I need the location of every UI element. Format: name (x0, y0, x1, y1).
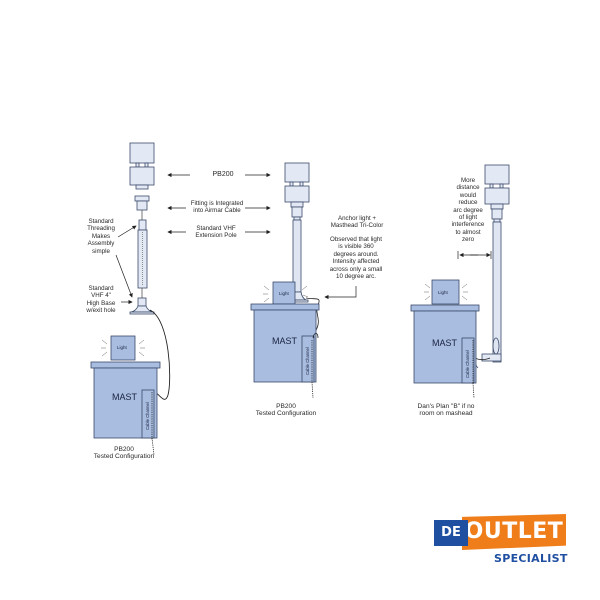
right-cable-channel-label: Cable Channel (465, 350, 470, 378)
right-caption: Dan's Plan "B" if no room on mashead (417, 403, 475, 418)
left-mast-label: MAST (112, 392, 138, 402)
middle-note-arrow (324, 286, 357, 300)
middle-mast-label: MAST (272, 336, 298, 346)
left-pointer-arrows (115, 225, 137, 305)
right-distance-note: More distance would reduce arc degree of… (451, 177, 485, 244)
right-light-rays (424, 283, 468, 301)
threading-note: Standard Threading Makes Assembly simple (87, 218, 115, 255)
middle-note-body: Observed that light is visible 360 degre… (329, 236, 383, 281)
left-light-label: Light (117, 345, 127, 350)
middle-cable-channel-label: Cable Channel (305, 347, 310, 375)
middle-assembly (284, 162, 320, 336)
right-mast (410, 279, 480, 399)
middle-caption: PB200 Tested Configuration (255, 403, 317, 418)
center-arrows (167, 172, 271, 235)
logo-specialist-text: SPECIALIST (494, 552, 568, 565)
left-exploded-assembly (129, 142, 171, 400)
left-mast (90, 335, 161, 456)
base-note: Standard VHF 4" High Base w/exit hole (86, 285, 116, 315)
right-distance-arrow (457, 251, 492, 259)
middle-mast (250, 281, 320, 399)
left-caption: PB200 Tested Configuration (93, 446, 155, 461)
fitting-label: Fitting is Integrated into Airmar Cable (190, 200, 244, 215)
middle-light-label: Light (279, 291, 289, 296)
left-light-rays (101, 339, 145, 357)
pb200-label: PB200 (212, 171, 234, 178)
logo-de-text: DE (434, 520, 468, 546)
right-light-label: Light (438, 290, 448, 295)
middle-note-title: Anchor light + Masthead Tri-Color (330, 215, 384, 230)
middle-light-rays (263, 285, 309, 303)
right-assembly (472, 164, 510, 369)
extension-pole-label: Standard VHF Extension Pole (195, 225, 237, 240)
left-cable-channel-label: Cable Channel (145, 402, 150, 430)
de-outlet-specialist-logo: OUTLET DE SPECIALIST (434, 514, 570, 570)
logo-outlet-text: OUTLET (462, 514, 566, 550)
right-mast-label: MAST (432, 338, 458, 348)
